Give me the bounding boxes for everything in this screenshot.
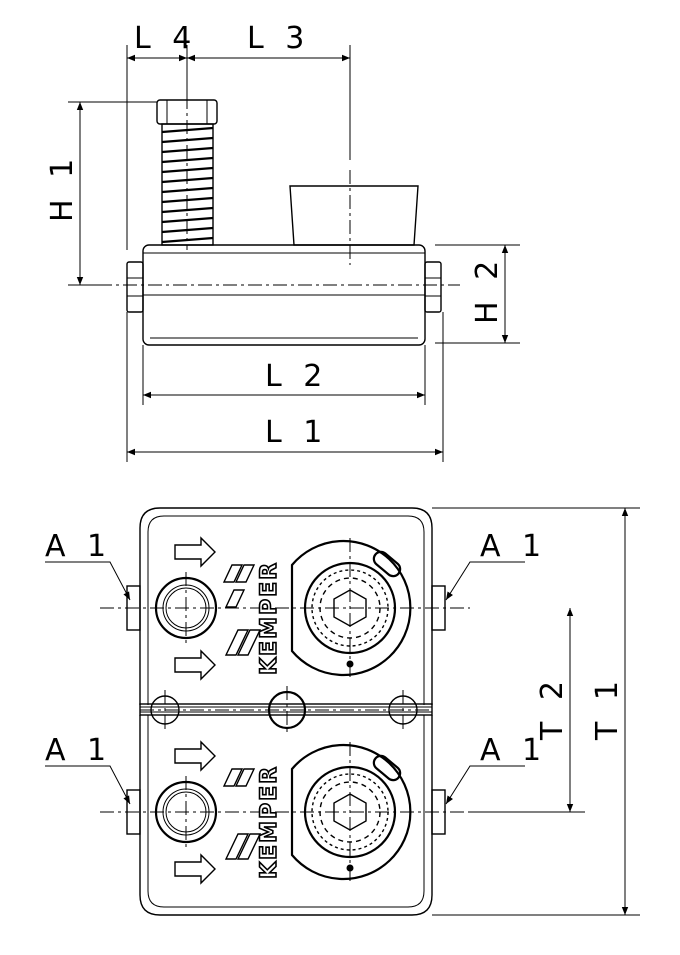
module-lower: KEMPER <box>100 715 470 916</box>
label-h1: H 1 <box>45 153 80 222</box>
flow-arrow-icon <box>174 853 216 885</box>
label-l2: L 2 <box>265 359 328 394</box>
label-t1: T 1 <box>590 675 625 741</box>
kemper-logo-icon <box>222 564 262 656</box>
a1-callout-bottom-right: A 1 <box>445 733 547 805</box>
svg-text:A 1: A 1 <box>480 529 547 564</box>
flow-arrow-icon <box>174 649 216 681</box>
label-h2: H 2 <box>470 255 505 324</box>
a1-callout-bottom-left: A 1 <box>45 733 131 805</box>
brand-text: KEMPER <box>257 561 282 675</box>
kemper-logo-icon <box>222 768 262 860</box>
label-l3: L 3 <box>247 21 310 56</box>
a1-callout-top-left: A 1 <box>45 529 131 601</box>
a1-callout-top-right: A 1 <box>445 529 547 601</box>
module-joint <box>139 686 433 734</box>
flow-arrow-icon <box>174 536 216 568</box>
label-l4: L 4 <box>134 21 197 56</box>
svg-text:A 1: A 1 <box>45 529 112 564</box>
label-l1: L 1 <box>265 415 328 450</box>
left-nut <box>126 261 144 313</box>
top-view: KEMPER KEMPER <box>45 507 640 916</box>
svg-text:A 1: A 1 <box>480 733 547 768</box>
right-nut <box>424 261 442 313</box>
side-view: L 4 L 3 H 1 H 2 L 2 L 1 <box>45 21 520 462</box>
module-upper: KEMPER <box>100 507 470 705</box>
main-valve <box>290 539 412 677</box>
top-block <box>289 185 419 246</box>
brand-text: KEMPER <box>257 765 282 879</box>
flow-arrow-icon <box>174 740 216 772</box>
svg-text:A 1: A 1 <box>45 733 112 768</box>
label-t2: T 2 <box>535 675 570 741</box>
main-valve <box>290 743 412 881</box>
